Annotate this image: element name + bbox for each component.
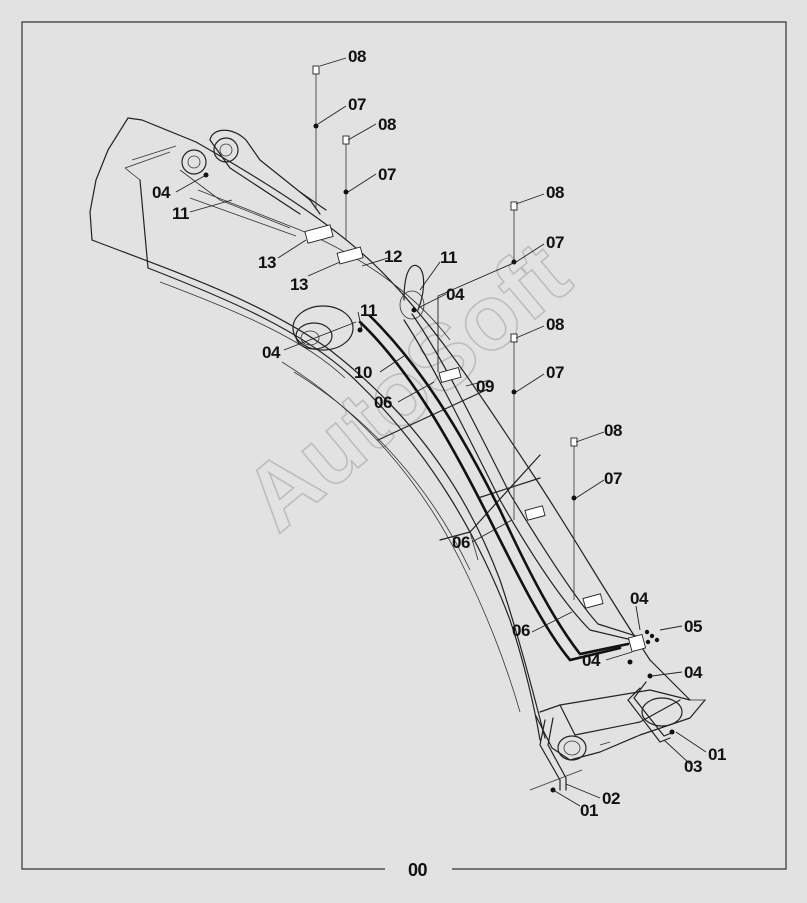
callout-07: 07 (378, 165, 396, 184)
callout-02: 02 (602, 789, 620, 808)
callout-06: 06 (512, 621, 530, 640)
callout-13: 13 (258, 253, 276, 272)
callout-04: 04 (630, 589, 649, 608)
clamp-plates (304, 224, 647, 653)
callout-07: 07 (546, 363, 564, 382)
callout-12: 12 (384, 247, 402, 266)
drawing-frame (21, 21, 787, 870)
callout-09: 09 (476, 377, 494, 396)
callout-08: 08 (546, 183, 564, 202)
callout-04: 04 (582, 651, 601, 670)
callout-01: 01 (580, 801, 598, 820)
callout-06: 06 (452, 533, 470, 552)
leader-lines (175, 57, 707, 807)
callout-04: 04 (446, 285, 465, 304)
callout-10: 10 (354, 363, 372, 382)
callout-07: 07 (348, 95, 366, 114)
callout-labels: 08 07 08 07 04 11 13 13 12 11 04 08 07 1… (152, 47, 726, 820)
callout-07: 07 (546, 233, 564, 252)
callout-06: 06 (374, 393, 392, 412)
watermark: AutoSoft (225, 223, 588, 551)
callout-08: 08 (604, 421, 622, 440)
callout-08: 08 (546, 315, 564, 334)
callout-13: 13 (290, 275, 308, 294)
callout-01: 01 (708, 745, 726, 764)
bolt-markers (203, 65, 675, 793)
callout-05: 05 (684, 617, 702, 636)
callout-03: 03 (684, 757, 702, 776)
callout-11: 11 (172, 204, 189, 223)
callout-04: 04 (152, 183, 171, 202)
callout-08: 08 (348, 47, 366, 66)
callout-11: 11 (440, 248, 457, 267)
callout-08: 08 (378, 115, 396, 134)
callout-07: 07 (604, 469, 622, 488)
callout-04: 04 (262, 343, 281, 362)
callout-11: 11 (360, 301, 377, 320)
callout-04: 04 (684, 663, 703, 682)
page-number: 00 (408, 860, 428, 880)
